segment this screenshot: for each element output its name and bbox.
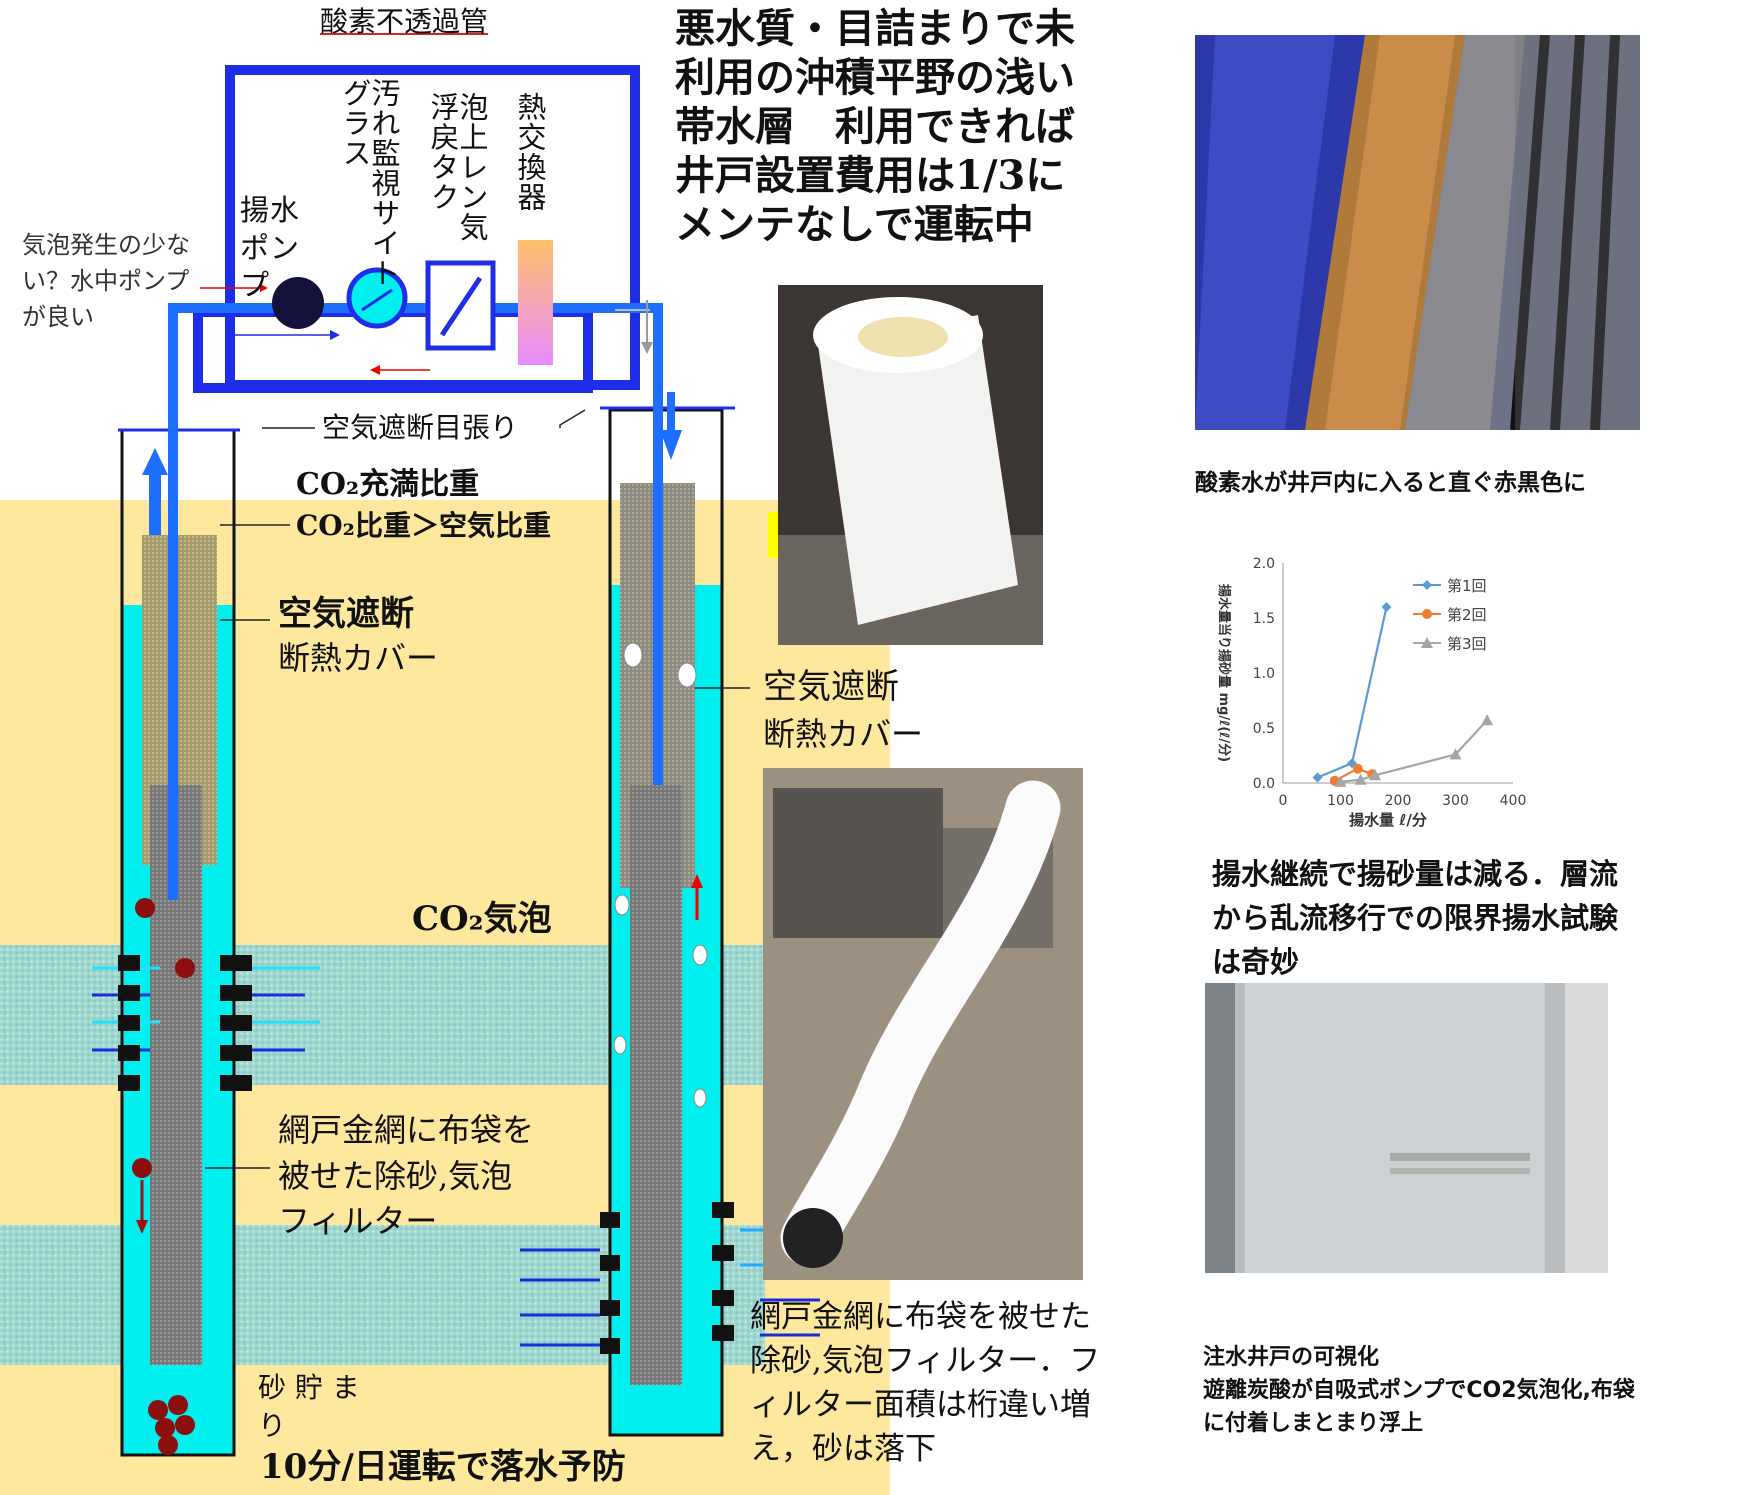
headline-line-5: メンテなしで運転中 <box>675 201 1034 248</box>
filter-label-right-3: ィルター面積は桁違い増 <box>750 1387 1091 1423</box>
injection-caption-1: 注水井戸の可視化 <box>1203 1345 1380 1370</box>
pumping-note-line-3: は奇妙 <box>1212 945 1300 979</box>
injection-caption-2: 遊離炭酸が自吸式ポンプでCO2気泡化,布袋 <box>1203 1378 1635 1403</box>
headline-line-4: 井戸設置費用は1/3に <box>675 152 1066 199</box>
y-tick-label: 1.5 <box>1253 611 1275 627</box>
data-point <box>1449 748 1462 760</box>
y-tick-label: 2.0 <box>1253 556 1275 572</box>
chart-axes: 0.0 0.5 1.0 1.5 2.0 0 100 200 300 400 揚水量 ℓ/分 揚水量当り… <box>1216 556 1526 829</box>
bottom-label: 10分/日運転で落水予防 <box>260 1447 626 1487</box>
co2-gravity-label: CO₂比重＞空気比重 <box>296 509 551 542</box>
legend-marker <box>1422 609 1432 619</box>
pumping-note-line-2: から乱流移行での限界揚水試験 <box>1212 901 1619 935</box>
pump-note-line-1: 気泡発生の少な <box>22 231 190 259</box>
y-tick-label: 0.5 <box>1253 721 1275 737</box>
legend-marker <box>1421 637 1433 648</box>
y-tick-label: 1.0 <box>1253 666 1275 682</box>
data-point <box>1354 773 1367 785</box>
label-sight-glass: 汚れ監視サイトグラス <box>338 78 401 288</box>
legend-marker <box>1422 580 1432 590</box>
well-diagram <box>92 65 1000 1457</box>
y-axis-label: 揚水量当り揚砂量 mg/ℓ(ℓ/分) <box>1216 584 1232 762</box>
legend-label: 第1回 <box>1447 577 1487 595</box>
sight-glass-circle <box>346 267 408 329</box>
label-heat-exchanger: 熱交換器 <box>513 92 547 212</box>
top-label: 酸素不透過管 <box>320 5 489 38</box>
photo-filter-tube <box>778 285 1043 645</box>
data-point <box>1481 714 1494 726</box>
label-float-tank: 泡上レン気浮戻タク <box>426 92 489 242</box>
x-tick-label: 400 <box>1500 793 1527 809</box>
label-pump: 揚水ポンプ <box>240 193 301 303</box>
flow-arrows <box>136 284 703 1234</box>
cover-label-left-1: 空気遮断 <box>278 594 414 634</box>
x-tick-label: 300 <box>1442 793 1469 809</box>
data-point <box>1369 769 1381 781</box>
pump-circle <box>272 277 324 329</box>
legend-label: 第3回 <box>1447 635 1487 653</box>
headline-line-2: 利用の沖積平野の浅い <box>675 54 1075 101</box>
data-point <box>1347 758 1357 769</box>
co2-bubbles <box>613 642 708 1108</box>
pump-note-line-2: い？水中ポンプ <box>22 267 190 295</box>
x-tick-label: 100 <box>1327 793 1354 809</box>
headline-line-1: 悪水質・目詰まりで未 <box>675 5 1075 52</box>
photo-filter-sock <box>763 768 1083 1280</box>
air-seal-label: 空気遮断目張り <box>322 411 519 444</box>
photo-injection-well <box>1205 983 1608 1273</box>
sand-particles <box>132 898 195 1455</box>
photo-filter-mesh <box>1195 35 1640 430</box>
leader-lines <box>205 409 750 1169</box>
y-tick-label: 0.0 <box>1253 776 1275 792</box>
heat-exchanger-bar <box>518 240 553 365</box>
chart-series <box>1312 602 1494 787</box>
screen-blocks <box>118 955 734 1354</box>
cover-label-right-1: 空気遮断 <box>763 667 899 707</box>
cover-label-left-2: 断熱カバー <box>278 639 439 677</box>
sand-label-2: り <box>258 1409 287 1442</box>
headline-line-3: 帯水層 利用できれば <box>675 103 1075 150</box>
sand-yield-chart: 0.0 0.5 1.0 1.5 2.0 0 100 200 300 400 揚水量 ℓ/分 揚水量当り… <box>1216 556 1526 829</box>
data-point <box>1352 763 1363 774</box>
pumping-note-line-1: 揚水継続で揚砂量は減る．層流 <box>1212 857 1619 891</box>
x-tick-label: 0 <box>1279 793 1288 809</box>
filter-label-right-1: 網戸金網に布袋を被せた <box>750 1299 1091 1335</box>
filter-label-right-4: え，砂は落下 <box>750 1431 936 1467</box>
x-axis-label: 揚水量 ℓ/分 <box>1349 811 1427 829</box>
sand-label-1: 砂 貯 ま <box>258 1371 360 1404</box>
left-riser-pipe <box>168 303 663 900</box>
oxygen-caption: 酸素水が井戸内に入ると直ぐ赤黒色に <box>1195 470 1586 496</box>
series-line <box>1340 719 1488 783</box>
right-well-casing <box>608 408 724 1437</box>
pump-note-line-3: が良い <box>22 303 94 331</box>
filter-label-left-3: フィルター <box>278 1202 438 1240</box>
filter-label-left-2: 被せた除砂,気泡 <box>278 1157 513 1195</box>
cover-label-right-2: 断熱カバー <box>763 715 924 753</box>
injection-caption-3: に付着しまとまり浮上 <box>1203 1411 1424 1436</box>
right-filter-screen <box>630 785 682 1385</box>
co2-fill-label: CO₂充満比重 <box>296 467 480 502</box>
co2-bubble-label: CO₂気泡 <box>412 899 552 939</box>
data-point <box>1312 772 1323 783</box>
data-point <box>1334 775 1347 787</box>
filter-label-right-2: 除砂,気泡フィルター．フ <box>750 1343 1101 1379</box>
series-line <box>1317 606 1388 779</box>
legend-label: 第2回 <box>1447 606 1487 624</box>
filter-label-left-1: 網戸金網に布袋を <box>278 1111 535 1149</box>
data-point <box>1381 602 1392 612</box>
x-tick-label: 200 <box>1385 793 1412 809</box>
